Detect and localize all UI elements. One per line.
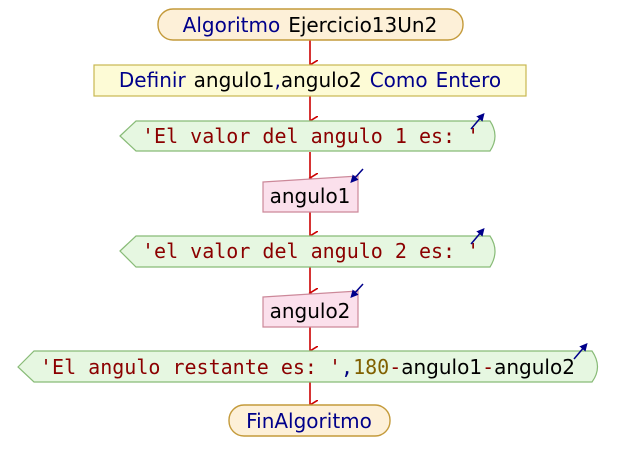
output-arrow-icon [573, 342, 588, 360]
output-node-2[interactable]: 'el valor del angulo 2 es: ' [119, 227, 496, 268]
input2-var: angulo2 [270, 299, 351, 323]
define-var2: angulo2 [281, 68, 362, 92]
output2-text: 'el valor del angulo 2 es: ' [142, 239, 479, 263]
define-comma: , [275, 68, 281, 92]
algorithm-name: Ejercicio13Un2 [288, 13, 437, 37]
output1-text: 'El valor del angulo 1 es: ' [142, 124, 479, 148]
input-arrow-icon [350, 168, 364, 183]
end-keyword: FinAlgoritmo [246, 409, 372, 433]
output-node-1[interactable]: 'El valor del angulo 1 es: ' [119, 112, 496, 152]
output3-minus-2: - [482, 355, 494, 379]
output3-string: 'El angulo restante es: ' [40, 355, 341, 379]
start-keyword: Algoritmo [183, 13, 281, 37]
output3-var2: angulo2 [494, 355, 575, 379]
output3-number: 180 [353, 355, 389, 379]
input-node-2[interactable]: angulo2 [262, 283, 364, 328]
define-node[interactable]: Definir angulo1,angulo2 Como Entero [93, 64, 527, 97]
output-arrow-icon [470, 112, 485, 130]
output3-comma: , [341, 355, 353, 379]
end-node[interactable]: FinAlgoritmo [228, 404, 391, 437]
output3-var1: angulo1 [401, 355, 482, 379]
output3-minus-1: - [389, 355, 401, 379]
output-node-3[interactable]: 'El angulo restante es: ',180-angulo1-an… [17, 342, 599, 383]
start-node[interactable]: Algoritmo Ejercicio13Un2 [157, 8, 464, 41]
type-keyword: Entero [436, 68, 501, 92]
define-keyword: Definir [119, 68, 187, 92]
input-arrow-icon [350, 283, 364, 298]
como-keyword: Como [370, 68, 428, 92]
output-arrow-icon [470, 227, 485, 245]
input1-var: angulo1 [270, 184, 351, 208]
input-node-1[interactable]: angulo1 [262, 168, 364, 213]
svg-text:'El angulo restante es: ',180-: 'El angulo restante es: ',180-angulo1-an… [40, 355, 575, 379]
define-var1: angulo1 [194, 68, 275, 92]
